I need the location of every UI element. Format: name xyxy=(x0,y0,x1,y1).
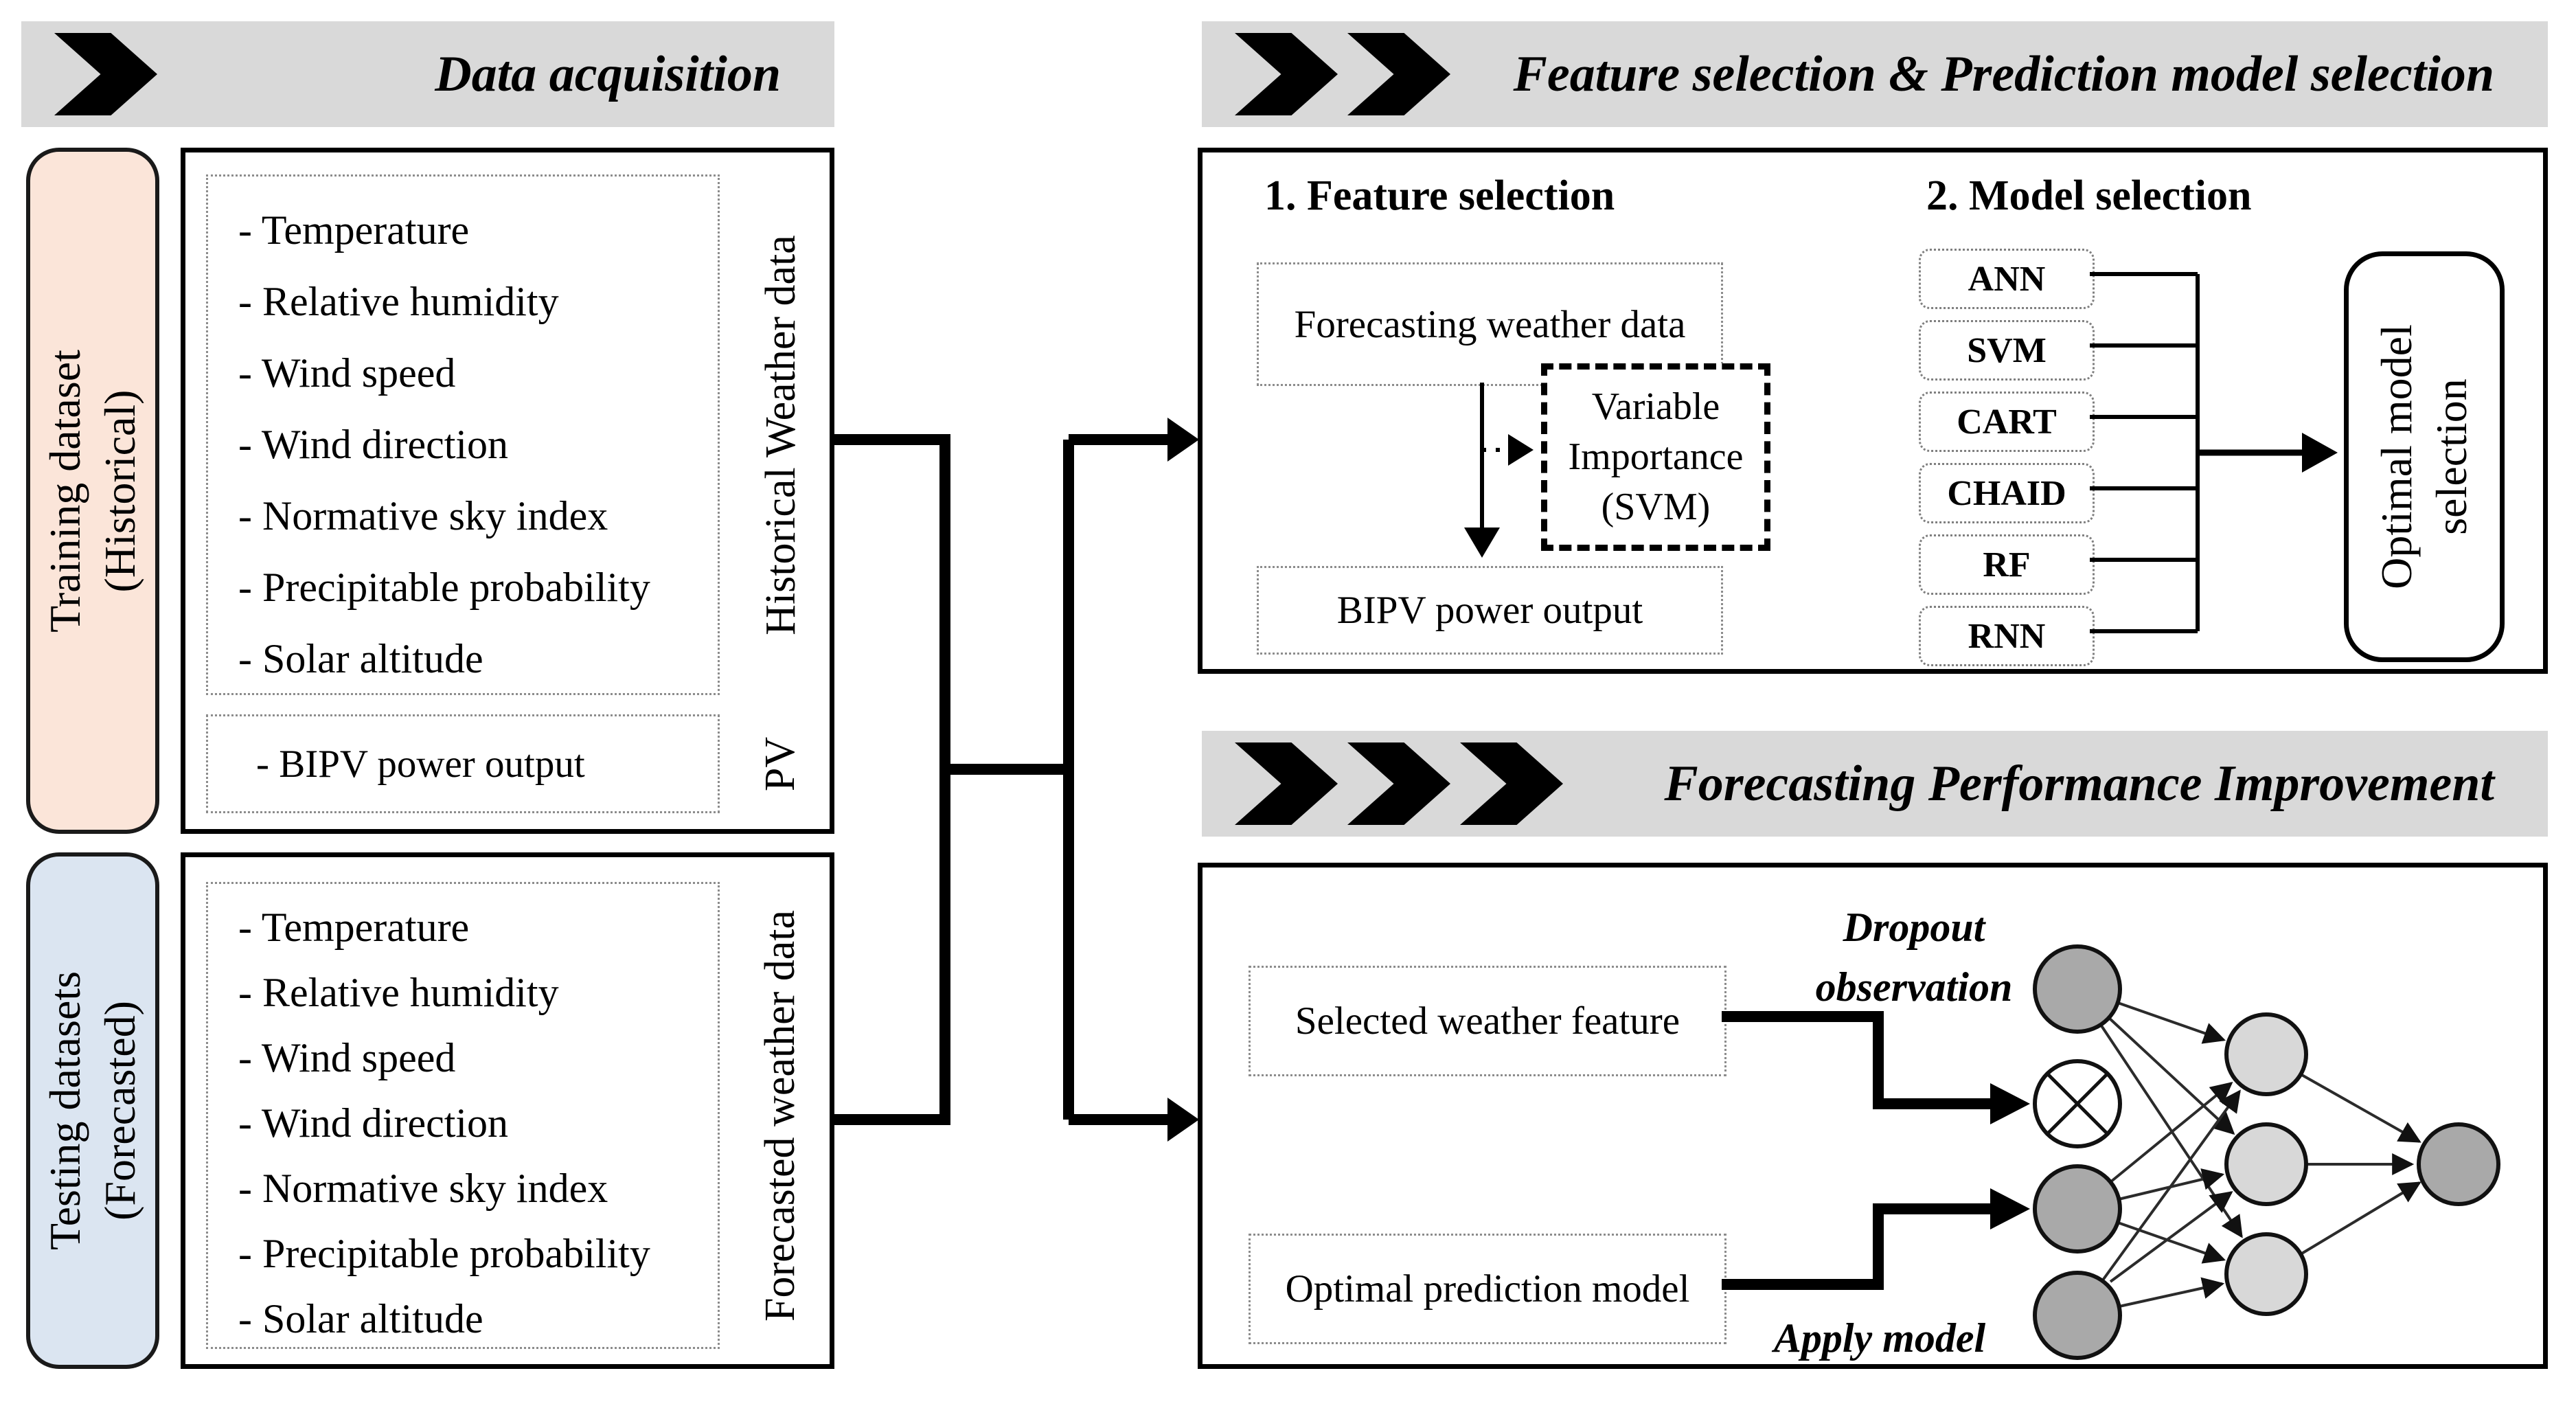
bipv-power-output-box: BIPV power output xyxy=(1257,566,1723,655)
model-box-chaid: CHAID xyxy=(1919,463,2095,523)
testing-dataset-label: Testing datasets (Forecasted) xyxy=(26,852,159,1369)
model-box-rf: RF xyxy=(1919,534,2095,595)
list-item: - Temperature xyxy=(238,207,470,253)
dropout-observation-label: Dropout observation xyxy=(1815,905,2013,1010)
chevron-group xyxy=(1235,742,1563,825)
data-acquisition-header: Data acquisition xyxy=(21,21,834,127)
list-item: - Wind direction xyxy=(238,422,509,467)
feature-selection-title: Feature selection & Prediction model sel… xyxy=(1513,45,2494,102)
improvement-header: Forecasting Performance Improvement xyxy=(1202,731,2548,837)
selected-weather-feature-box: Selected weather feature xyxy=(1249,966,1726,1076)
model-box-ann: ANN xyxy=(1919,249,2095,309)
historical-weather-list: - Temperature - Relative humidity - Wind… xyxy=(208,177,718,694)
model-box-cart: CART xyxy=(1919,392,2095,452)
chevron-group xyxy=(54,33,157,115)
testing-dataset-label-text: Testing datasets (Forecasted) xyxy=(41,971,144,1251)
improvement-title: Forecasting Performance Improvement xyxy=(1664,755,2494,812)
arrowhead-to-feature-selection xyxy=(1167,418,1199,462)
chevron-icon xyxy=(1235,742,1338,825)
forecasting-weather-data-box: Forecasting weather data xyxy=(1257,262,1723,386)
list-item: - Solar altitude xyxy=(238,1296,483,1341)
variable-importance-text: Variable Importance (SVM) xyxy=(1568,385,1744,528)
forecasted-weather-list-box: - Temperature - Relative humidity - Wind… xyxy=(206,882,720,1349)
list-item: - Relative humidity xyxy=(238,970,559,1015)
historical-weather-vertical-label: Historical Weather data xyxy=(757,234,804,635)
chevron-icon xyxy=(1460,742,1563,825)
forecasted-weather-vertical-label: Forecasted weather data xyxy=(757,909,804,1322)
data-acquisition-title: Data acquisition xyxy=(435,45,781,102)
apply-model-label: Apply model xyxy=(1773,1315,1986,1361)
model-selection-heading: 2. Model selection xyxy=(1926,172,2252,219)
historical-weather-list-box: - Temperature - Relative humidity - Wind… xyxy=(206,174,720,695)
variable-importance-box: Variable Importance (SVM) xyxy=(1541,363,1770,551)
list-item: - Wind direction xyxy=(238,1100,509,1146)
list-item: - Relative humidity xyxy=(238,279,559,324)
forecasted-data-box: - Temperature - Relative humidity - Wind… xyxy=(181,852,834,1369)
list-item: - Wind speed xyxy=(238,1035,456,1080)
feature-model-selection-box: 1. Feature selection Forecasting weather… xyxy=(1198,148,2548,674)
list-item: - Solar altitude xyxy=(238,636,483,681)
chevron-icon xyxy=(1347,33,1450,115)
historical-data-box: - Temperature - Relative humidity - Wind… xyxy=(181,148,834,834)
list-item: - Precipitable probability xyxy=(238,565,650,610)
feature-selection-heading: 1. Feature selection xyxy=(1264,172,1615,219)
pv-vertical-label: PV xyxy=(757,736,804,791)
chevron-icon xyxy=(54,33,157,115)
forecasted-weather-list: - Temperature - Relative humidity - Wind… xyxy=(208,884,718,1352)
training-dataset-label-text: Training dataset (Historical) xyxy=(41,349,144,633)
training-dataset-label: Training dataset (Historical) xyxy=(26,148,159,834)
model-box-rnn: RNN xyxy=(1919,606,2095,666)
list-item: - Temperature xyxy=(238,905,470,950)
model-box-svm: SVM xyxy=(1919,320,2095,381)
arrowhead-to-improvement xyxy=(1167,1098,1199,1142)
list-item: - Precipitable probability xyxy=(238,1231,650,1276)
optimal-model-selection-text: Optimal model selection xyxy=(2372,324,2476,589)
chevron-group xyxy=(1235,33,1450,115)
chevron-icon xyxy=(1347,742,1450,825)
feature-selection-header: Feature selection & Prediction model sel… xyxy=(1202,21,2548,127)
optimal-prediction-model-box: Optimal prediction model xyxy=(1249,1234,1726,1344)
list-item: - Wind speed xyxy=(238,350,456,396)
list-item: - Normative sky index xyxy=(238,1166,608,1211)
optimal-model-selection-box: Optimal model selection xyxy=(2344,251,2505,662)
performance-improvement-box: Selected weather feature Optimal predict… xyxy=(1198,863,2548,1369)
chevron-icon xyxy=(1235,33,1338,115)
list-item: - Normative sky index xyxy=(238,493,608,538)
main-bus-connectors xyxy=(832,434,1167,1125)
pv-output-box: - BIPV power output xyxy=(206,714,720,813)
